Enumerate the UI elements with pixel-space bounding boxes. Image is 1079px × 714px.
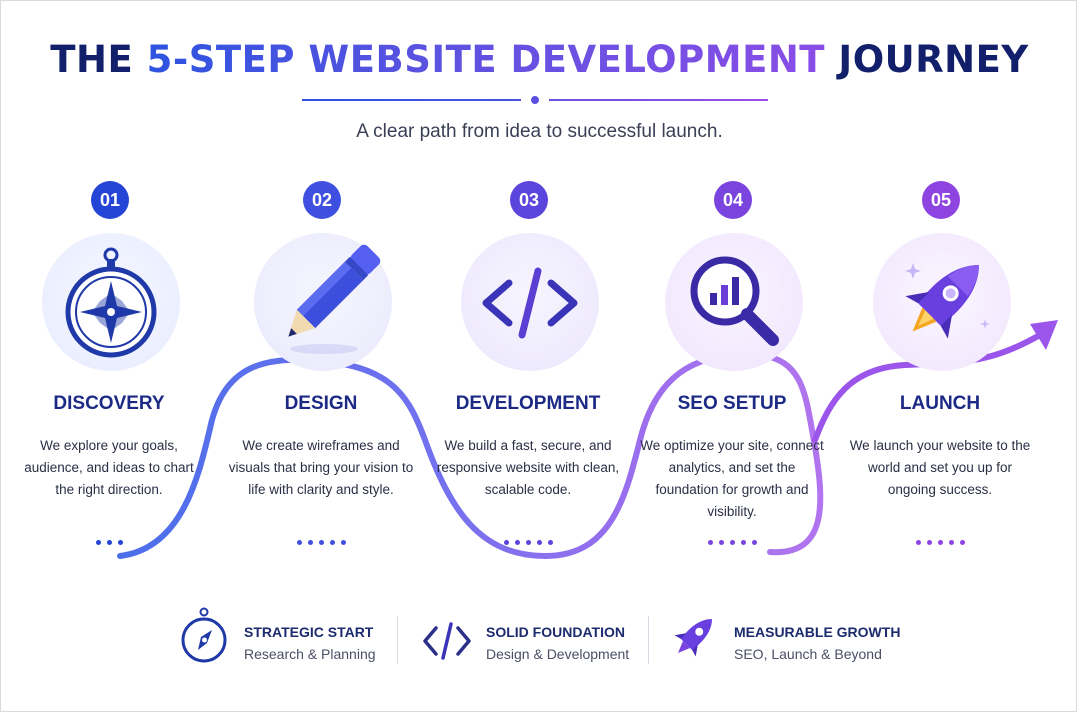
dot	[307, 540, 313, 545]
dot	[959, 540, 965, 545]
step-number-badge: 04	[714, 181, 752, 219]
step-title: LAUNCH	[899, 393, 981, 414]
wave-path-tail	[812, 329, 1048, 443]
dot	[729, 540, 735, 545]
dot	[95, 540, 101, 545]
dot	[106, 540, 112, 545]
page-title: THE 5-STEP WEBSITE DEVELOPMENT JOURNEY	[0, 38, 1079, 81]
step-dots	[59, 532, 159, 550]
step-dots	[271, 532, 371, 550]
step-dots	[478, 532, 578, 550]
step-dots	[890, 532, 990, 550]
dot	[525, 540, 531, 545]
summary-divider	[648, 616, 649, 664]
step-number-badge: 05	[922, 181, 960, 219]
dot	[926, 540, 932, 545]
dot	[503, 540, 509, 545]
arrow-head-icon	[1030, 320, 1058, 350]
step-title: DEVELOPMENT	[455, 393, 601, 414]
step-icon-circle	[461, 233, 599, 371]
step-description: We launch your website to the world and …	[849, 438, 1031, 497]
step-number-badge: 03	[510, 181, 548, 219]
compass-icon	[181, 607, 227, 663]
title-prefix: THE	[50, 38, 147, 81]
step-icon-circle	[42, 233, 180, 371]
dot	[536, 540, 542, 545]
dot	[329, 540, 335, 545]
summary-subtitle: Research & Planning	[244, 646, 376, 662]
step-number-badge: 02	[303, 181, 341, 219]
title-suffix: JOURNEY	[825, 38, 1029, 81]
summary-divider	[397, 616, 398, 664]
step-icon-circle	[254, 233, 392, 371]
step-title: DISCOVERY	[53, 393, 165, 414]
code-icon	[423, 622, 471, 660]
dot	[318, 540, 324, 545]
dot	[707, 540, 713, 545]
dot	[514, 540, 520, 545]
step-description: We explore your goals, audience, and ide…	[24, 438, 194, 497]
summary-subtitle: Design & Development	[486, 646, 630, 662]
rocket-icon	[905, 263, 990, 339]
step-number-badge: 01	[91, 181, 129, 219]
rocket-icon	[674, 619, 712, 657]
summary-subtitle: SEO, Launch & Beyond	[734, 646, 882, 662]
summary-title: STRATEGIC START	[244, 624, 374, 640]
title-divider-left	[302, 99, 521, 101]
summary-title: SOLID FOUNDATION	[486, 624, 625, 640]
dot	[915, 540, 921, 545]
pencil-icon	[288, 244, 381, 354]
page-subtitle: A clear path from idea to successful lau…	[356, 121, 723, 142]
dot	[547, 540, 553, 545]
step-icon-circle	[873, 233, 1011, 371]
dot	[937, 540, 943, 545]
summary-title: MEASURABLE GROWTH	[734, 624, 901, 640]
dot	[296, 540, 302, 545]
code-icon	[482, 267, 578, 339]
step-dots	[682, 532, 782, 550]
magnifier-chart-icon	[690, 256, 779, 346]
step-description: We build a fast, secure, and responsive …	[436, 438, 620, 497]
title-divider-right	[549, 99, 768, 101]
dot	[117, 540, 123, 545]
title-highlight: 5-STEP WEBSITE DEVELOPMENT	[146, 38, 826, 81]
title-divider-dot	[531, 96, 539, 104]
step-description: We create wireframes and visuals that br…	[228, 438, 414, 497]
step-title: SEO SETUP	[677, 393, 787, 414]
dot	[948, 540, 954, 545]
dot	[751, 540, 757, 545]
compass-icon	[65, 247, 157, 358]
step-description: We optimize your site, connect analytics…	[640, 438, 824, 519]
step-icon-circle	[665, 233, 803, 371]
dot	[740, 540, 746, 545]
wave-path	[117, 351, 824, 560]
dot	[340, 540, 346, 545]
dot	[718, 540, 724, 545]
step-title: DESIGN	[284, 393, 358, 414]
